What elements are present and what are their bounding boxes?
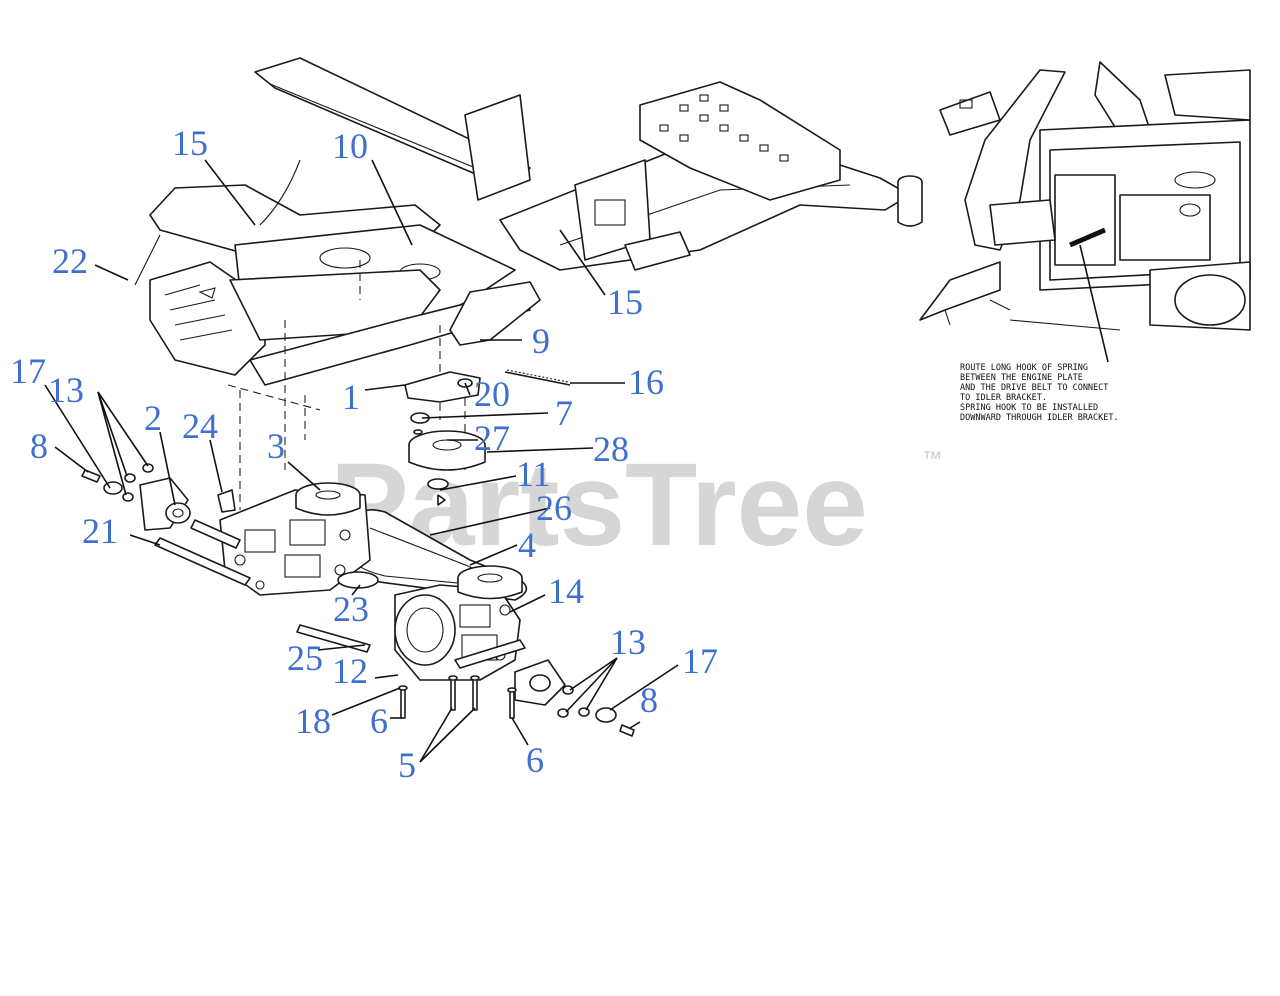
callout-16: 16	[628, 362, 664, 402]
callout-8-right: 8	[640, 680, 658, 720]
callout-5: 5	[398, 745, 416, 785]
callout-26: 26	[536, 488, 572, 528]
callout-27: 27	[474, 418, 510, 458]
callout-6-right: 6	[526, 740, 544, 780]
leader-lines	[44, 159, 679, 763]
right-transmission	[296, 565, 526, 681]
callout-2: 2	[144, 398, 162, 438]
note-line-3: AND THE DRIVE BELT TO CONNECT	[960, 383, 1108, 393]
callout-11: 11	[516, 454, 551, 494]
note-line-2: BETWEEN THE ENGINE PLATE	[960, 373, 1083, 383]
right-hub	[514, 659, 635, 737]
callout-4: 4	[518, 525, 536, 565]
routing-note: ROUTE LONG HOOK OF SPRING BETWEEN THE EN…	[960, 363, 1119, 423]
note-line-5: SPRING HOOK TO BE INSTALLED	[960, 403, 1098, 413]
callout-18: 18	[295, 701, 331, 741]
callout-13-left: 13	[48, 370, 84, 410]
chassis-frame	[134, 57, 923, 386]
callout-13-right: 13	[610, 622, 646, 662]
callout-23: 23	[333, 589, 369, 629]
idler-assembly	[404, 369, 571, 506]
callout-25: 25	[287, 638, 323, 678]
callouts: 15 10 22 15 9 17 13 2 24 8 3 1 20 16 7 2…	[10, 123, 718, 785]
callout-17-right: 17	[682, 641, 718, 681]
note-line-6: DOWNWARD THROUGH IDLER BRACKET.	[960, 413, 1119, 423]
callout-1: 1	[342, 377, 360, 417]
callout-24: 24	[182, 406, 218, 446]
callout-10: 10	[332, 126, 368, 166]
detail-inset	[919, 61, 1251, 363]
callout-21: 21	[82, 511, 118, 551]
callout-9: 9	[532, 321, 550, 361]
callout-6-left: 6	[370, 701, 388, 741]
callout-15-right: 15	[607, 282, 643, 322]
bolts	[398, 675, 517, 719]
callout-8-left: 8	[30, 426, 48, 466]
left-transmission	[154, 482, 371, 596]
callout-22: 22	[52, 241, 88, 281]
callout-7: 7	[555, 393, 573, 433]
watermark-trademark: ™	[922, 448, 942, 470]
callout-17-left: 17	[10, 351, 46, 391]
callout-28: 28	[593, 429, 629, 469]
callout-3: 3	[267, 426, 285, 466]
note-line-4: TO IDLER BRACKET.	[960, 393, 1047, 403]
callout-14: 14	[548, 571, 584, 611]
note-line-1: ROUTE LONG HOOK OF SPRING	[960, 363, 1088, 373]
callout-20: 20	[474, 374, 510, 414]
callout-12: 12	[332, 651, 368, 691]
callout-15-top: 15	[172, 123, 208, 163]
